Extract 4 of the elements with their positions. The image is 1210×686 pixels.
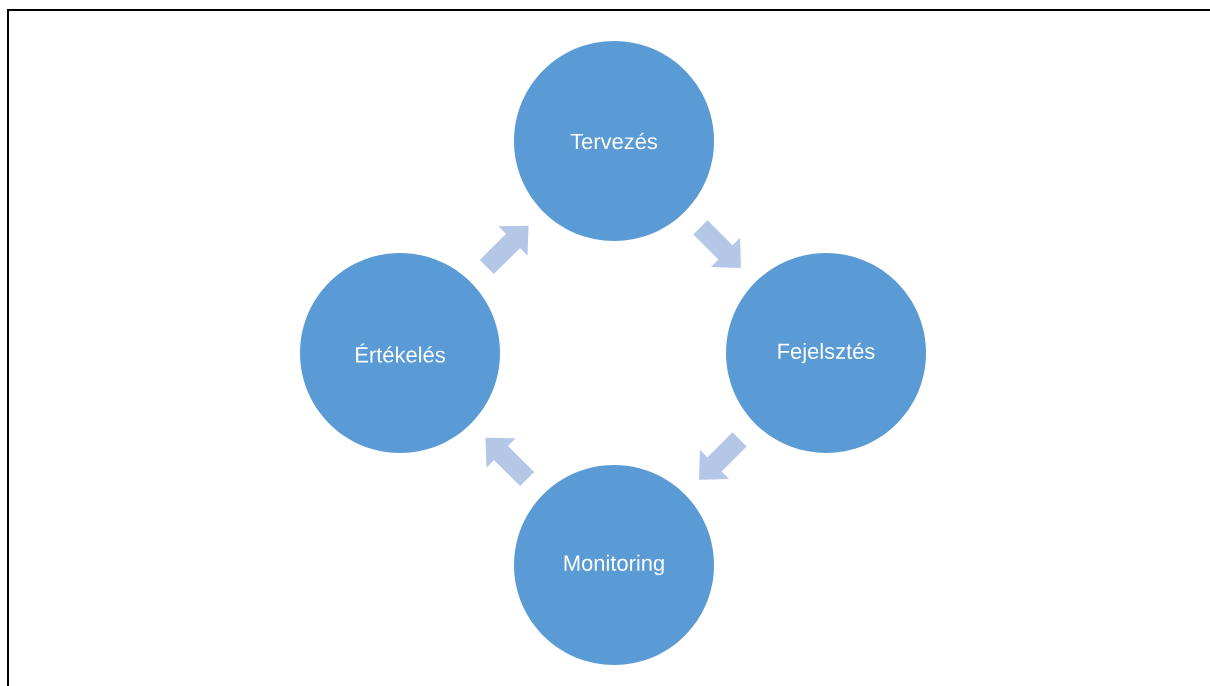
block-arrow	[699, 432, 747, 480]
block-arrow	[485, 437, 535, 487]
block-arrow	[693, 220, 741, 268]
block-arrow	[479, 225, 529, 275]
